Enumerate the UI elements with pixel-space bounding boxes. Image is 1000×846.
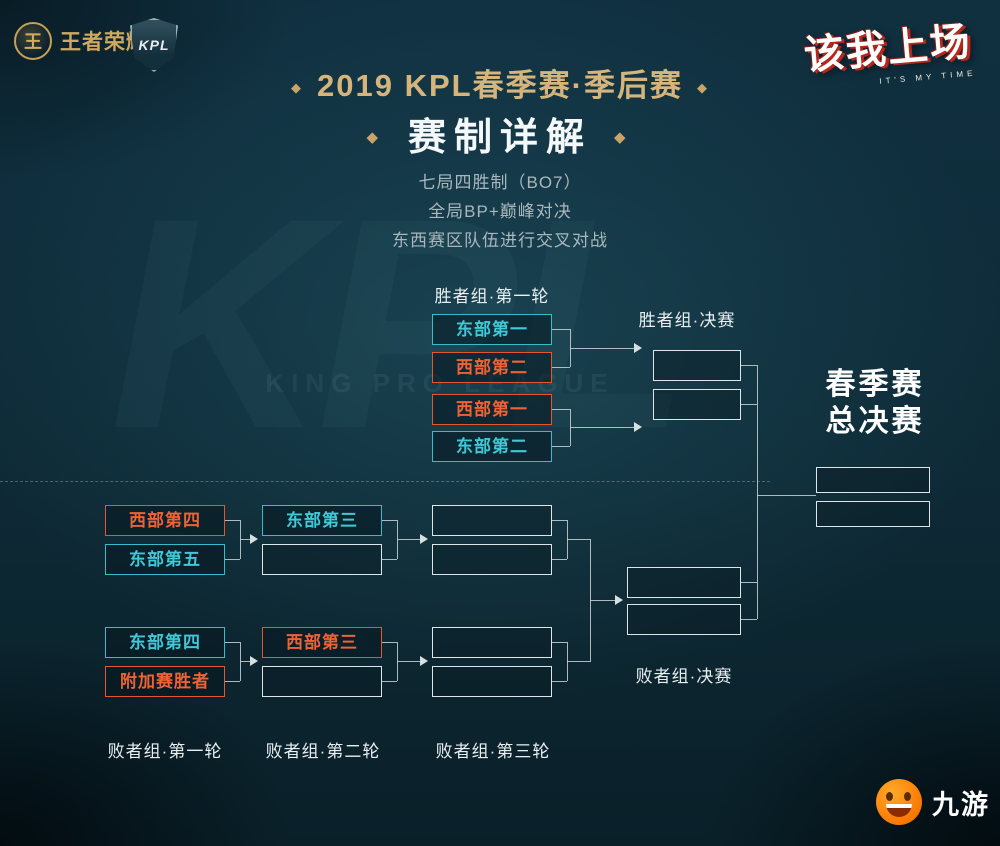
team-box-east2: 东部第二 [432,431,552,462]
losers-round1-label: 败者组·第一轮 [107,742,223,761]
winners-final-slot-1 [653,350,741,381]
smiley-mouth-icon [886,804,912,817]
losers-round2-label: 败者组·第二轮 [265,742,381,761]
team-box-west3: 西部第三 [262,627,382,658]
kpl-watermark: KPL [110,150,690,496]
losers-round3-slot [432,544,552,575]
honor-of-kings-logo-text: 王者荣耀 [60,31,148,54]
winners-final-slot-2 [653,389,741,420]
connector-line [382,520,397,521]
losers-final-slot-1 [627,567,741,598]
arrow-icon [420,534,428,544]
connector-line [552,681,567,682]
page-subtitle: 赛制详解 [407,117,592,159]
connector-line [397,539,420,540]
losers-final-label: 败者组·决赛 [635,667,733,686]
connector-line [570,427,634,428]
connector-line [567,661,590,662]
team-box-west2: 西部第二 [432,352,552,383]
diamond-ornament-icon: ◆ [291,80,304,95]
connector-line [590,600,615,601]
diamond-ornament-icon: ◆ [366,129,386,146]
losers-round2-slot [262,544,382,575]
grand-final-title: 春季赛 总决赛 [810,366,940,440]
connector-line [741,365,757,366]
page-subtitle-row: ◆ 赛制详解 ◆ [0,106,1000,161]
connector-line [382,642,397,643]
arrow-icon [250,656,258,666]
arrow-icon [420,656,428,666]
arrow-icon [634,422,642,432]
partner-name: 九游 [932,789,990,820]
honor-of-kings-logo: 王 王者荣耀 [14,22,148,60]
arrow-icon [634,343,642,353]
grand-final-slot-1 [816,467,930,493]
connector-line [240,539,250,540]
connector-line [757,495,816,496]
connector-line [225,642,240,643]
diamond-ornament-icon: ◆ [614,129,634,146]
winners-round1-label: 胜者组·第一轮 [434,287,550,306]
connector-line [741,619,757,620]
connector-line [397,661,420,662]
format-rules: 七局四胜制（BO7） 全局BP+巅峰对决 东西赛区队伍进行交叉对战 [0,168,1000,255]
grand-final-slot-2 [816,501,930,527]
kpl-shield-text: KPL [138,37,170,53]
losers-round3-slot [432,505,552,536]
upper-lower-divider [0,481,770,482]
team-box-west4: 西部第四 [105,505,225,536]
team-box-east1: 东部第一 [432,314,552,345]
connector-line [757,365,758,619]
losers-round2-slot [262,666,382,697]
page-title: 2019 KPL春季赛·季后赛 [317,68,683,103]
connector-line [570,348,634,349]
grand-final-title-line1: 春季赛 [825,368,925,401]
rule-line: 七局四胜制（BO7） [418,173,582,192]
connector-line [552,559,567,560]
rule-line: 东西赛区队伍进行交叉对战 [392,231,608,250]
smiley-icon [876,779,922,825]
honor-of-kings-emblem-icon: 王 [14,22,52,60]
losers-final-slot-2 [627,604,741,635]
losers-round3-slot [432,666,552,697]
diamond-ornament-icon: ◆ [696,80,709,95]
connector-line [567,539,590,540]
smiley-eye-icon [886,792,893,801]
grand-final-title-line2: 总决赛 [825,405,925,438]
arrow-icon [250,534,258,544]
team-box-east3: 东部第三 [262,505,382,536]
connector-line [552,367,570,368]
smiley-eye-icon [904,792,911,801]
losers-round3-label: 败者组·第三轮 [435,742,551,761]
team-box-east5: 东部第五 [105,544,225,575]
connector-line [382,559,397,560]
team-box-playin-winner: 附加赛胜者 [105,666,225,697]
connector-line [382,681,397,682]
connector-line [552,329,570,330]
connector-line [225,520,240,521]
losers-round3-slot [432,627,552,658]
connector-line [741,404,757,405]
arrow-icon [615,595,623,605]
page-title-row: ◆ 2019 KPL春季赛·季后赛 ◆ [0,60,1000,105]
connector-line [552,642,567,643]
connector-line [552,520,567,521]
partner-logo-9game: 九游 [876,779,990,825]
team-box-west1: 西部第一 [432,394,552,425]
rule-line: 全局BP+巅峰对决 [428,202,572,221]
connector-line [225,681,240,682]
connector-line [741,582,757,583]
team-box-east4: 东部第四 [105,627,225,658]
connector-line [225,559,240,560]
winners-final-label: 胜者组·决赛 [638,311,736,330]
connector-line [552,409,570,410]
connector-line [552,446,570,447]
connector-line [240,661,250,662]
